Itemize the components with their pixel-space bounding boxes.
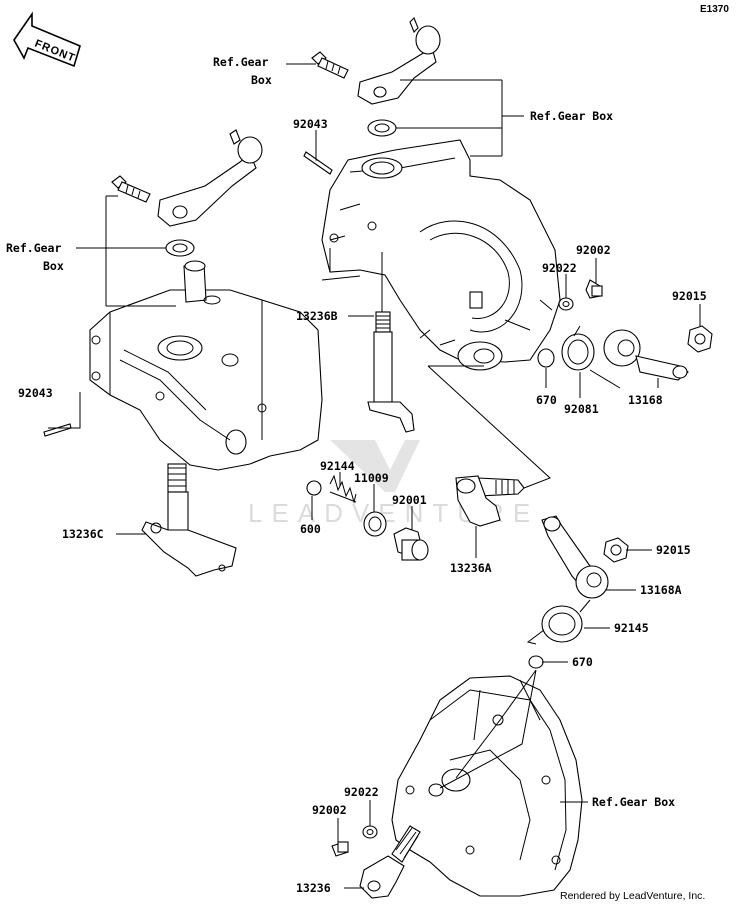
- label-92022-bottom: 92022: [344, 785, 379, 799]
- plug-92001: [393, 527, 429, 561]
- lever-13168: [603, 329, 689, 381]
- bolt-92002-top: [585, 279, 603, 299]
- nut-92015-mid: [603, 537, 629, 563]
- washer-11009: [363, 511, 387, 537]
- label-92002-bottom: 92002: [312, 803, 347, 817]
- label-13168: 13168: [628, 393, 663, 407]
- shaft-13236C: [141, 463, 237, 577]
- label-92015-top: 92015: [672, 289, 707, 303]
- label-92043-top: 92043: [293, 117, 328, 131]
- label-13168A: 13168A: [640, 583, 682, 597]
- left-pin: [43, 423, 72, 437]
- ring-670-mid: [528, 655, 544, 669]
- top-pin: [303, 151, 333, 175]
- left-gear-case: [89, 260, 323, 471]
- spring-92145: [526, 599, 591, 645]
- label-11009: 11009: [354, 471, 389, 485]
- label-ref-gear-box-top-right: Ref.Gear Box: [530, 109, 613, 123]
- label-ref-gear-box-left-line2: Box: [43, 259, 64, 273]
- spring-92081: [561, 325, 621, 389]
- left-bolt: [111, 175, 151, 203]
- label-92043-left: 92043: [18, 386, 53, 400]
- top-lever-arm: [357, 17, 441, 105]
- label-13236B: 13236B: [296, 309, 338, 323]
- bolt-92002-bottom: [331, 841, 349, 857]
- left-seal-ring: [165, 239, 195, 257]
- label-92145: 92145: [614, 621, 649, 635]
- label-670-mid: 670: [572, 655, 593, 669]
- front-arrow-icon: FRONT: [13, 11, 81, 68]
- label-ref-gear-box-top-line2: Box: [251, 73, 272, 87]
- ball-600: [306, 480, 322, 496]
- label-600: 600: [300, 522, 321, 536]
- label-13236C: 13236C: [62, 527, 104, 541]
- label-ref-gear-box-top-line1: Ref.Gear: [213, 55, 268, 69]
- label-13236: 13236: [296, 881, 331, 895]
- credit-text: Rendered by LeadVenture, Inc.: [560, 890, 705, 902]
- ring-670-top: [537, 348, 555, 368]
- label-92081: 92081: [564, 402, 599, 416]
- diagram-code: E1370: [700, 4, 729, 15]
- top-seal-ring: [367, 119, 397, 137]
- label-670-top: 670: [536, 393, 557, 407]
- label-92022-top: 92022: [542, 261, 577, 275]
- label-92002-top: 92002: [576, 243, 611, 257]
- label-ref-gear-box-left-line1: Ref.Gear: [6, 241, 61, 255]
- label-92144: 92144: [320, 459, 355, 473]
- left-lever-arm: [157, 129, 263, 227]
- label-92015-mid: 92015: [656, 543, 691, 557]
- nut-92015-top: [687, 325, 713, 353]
- shaft-13236B: [367, 311, 415, 433]
- bottom-gear-cover: [391, 675, 583, 897]
- lever-13168A: [541, 515, 609, 599]
- shaft-13236: [359, 825, 421, 899]
- leader-lines: [48, 63, 701, 889]
- label-13236A: 13236A: [450, 561, 492, 575]
- label-ref-gear-box-bottom: Ref.Gear Box: [592, 795, 675, 809]
- washer-92022-top: [558, 297, 574, 311]
- top-bolt: [311, 51, 349, 79]
- spring-92144: [329, 474, 357, 504]
- right-gear-case: [321, 139, 561, 371]
- label-92001: 92001: [392, 493, 427, 507]
- shaft-13236A: [455, 475, 525, 527]
- washer-92022-bottom: [362, 825, 378, 839]
